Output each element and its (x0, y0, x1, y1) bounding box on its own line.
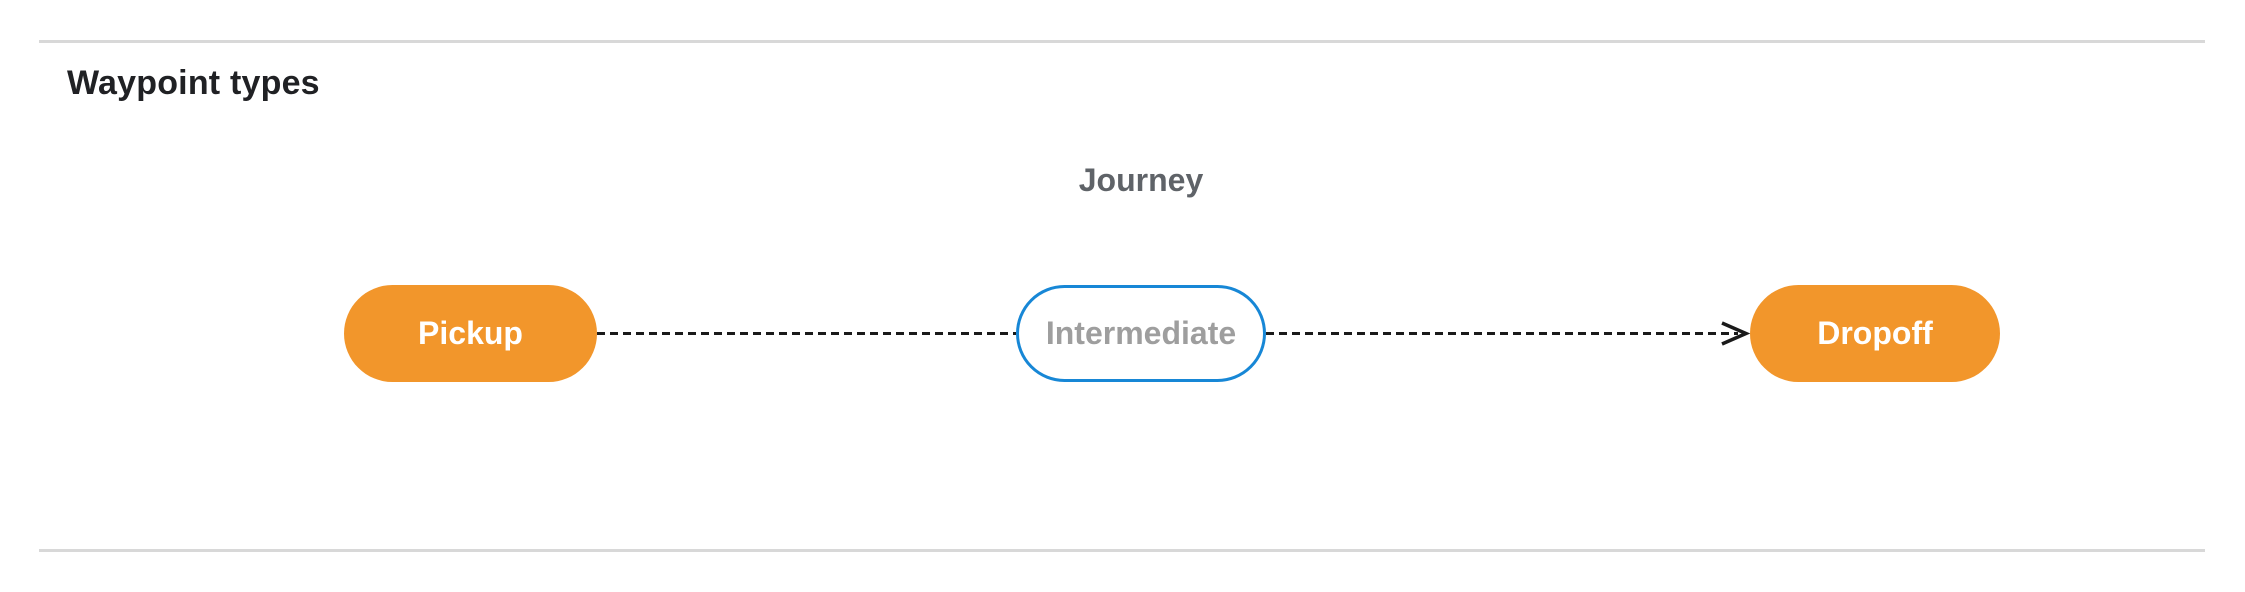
node-intermediate: Intermediate (1016, 285, 1266, 382)
node-dropoff: Dropoff (1750, 285, 2000, 382)
bottom-divider (39, 549, 2205, 552)
node-pickup-label: Pickup (418, 315, 523, 351)
arrowhead-icon (1721, 321, 1751, 346)
journey-caption: Journey (1078, 162, 1204, 198)
top-divider (39, 40, 2205, 43)
node-pickup: Pickup (344, 285, 597, 382)
node-dropoff-label: Dropoff (1817, 315, 1933, 351)
section-heading: Waypoint types (67, 64, 320, 102)
node-intermediate-label: Intermediate (1045, 315, 1237, 351)
